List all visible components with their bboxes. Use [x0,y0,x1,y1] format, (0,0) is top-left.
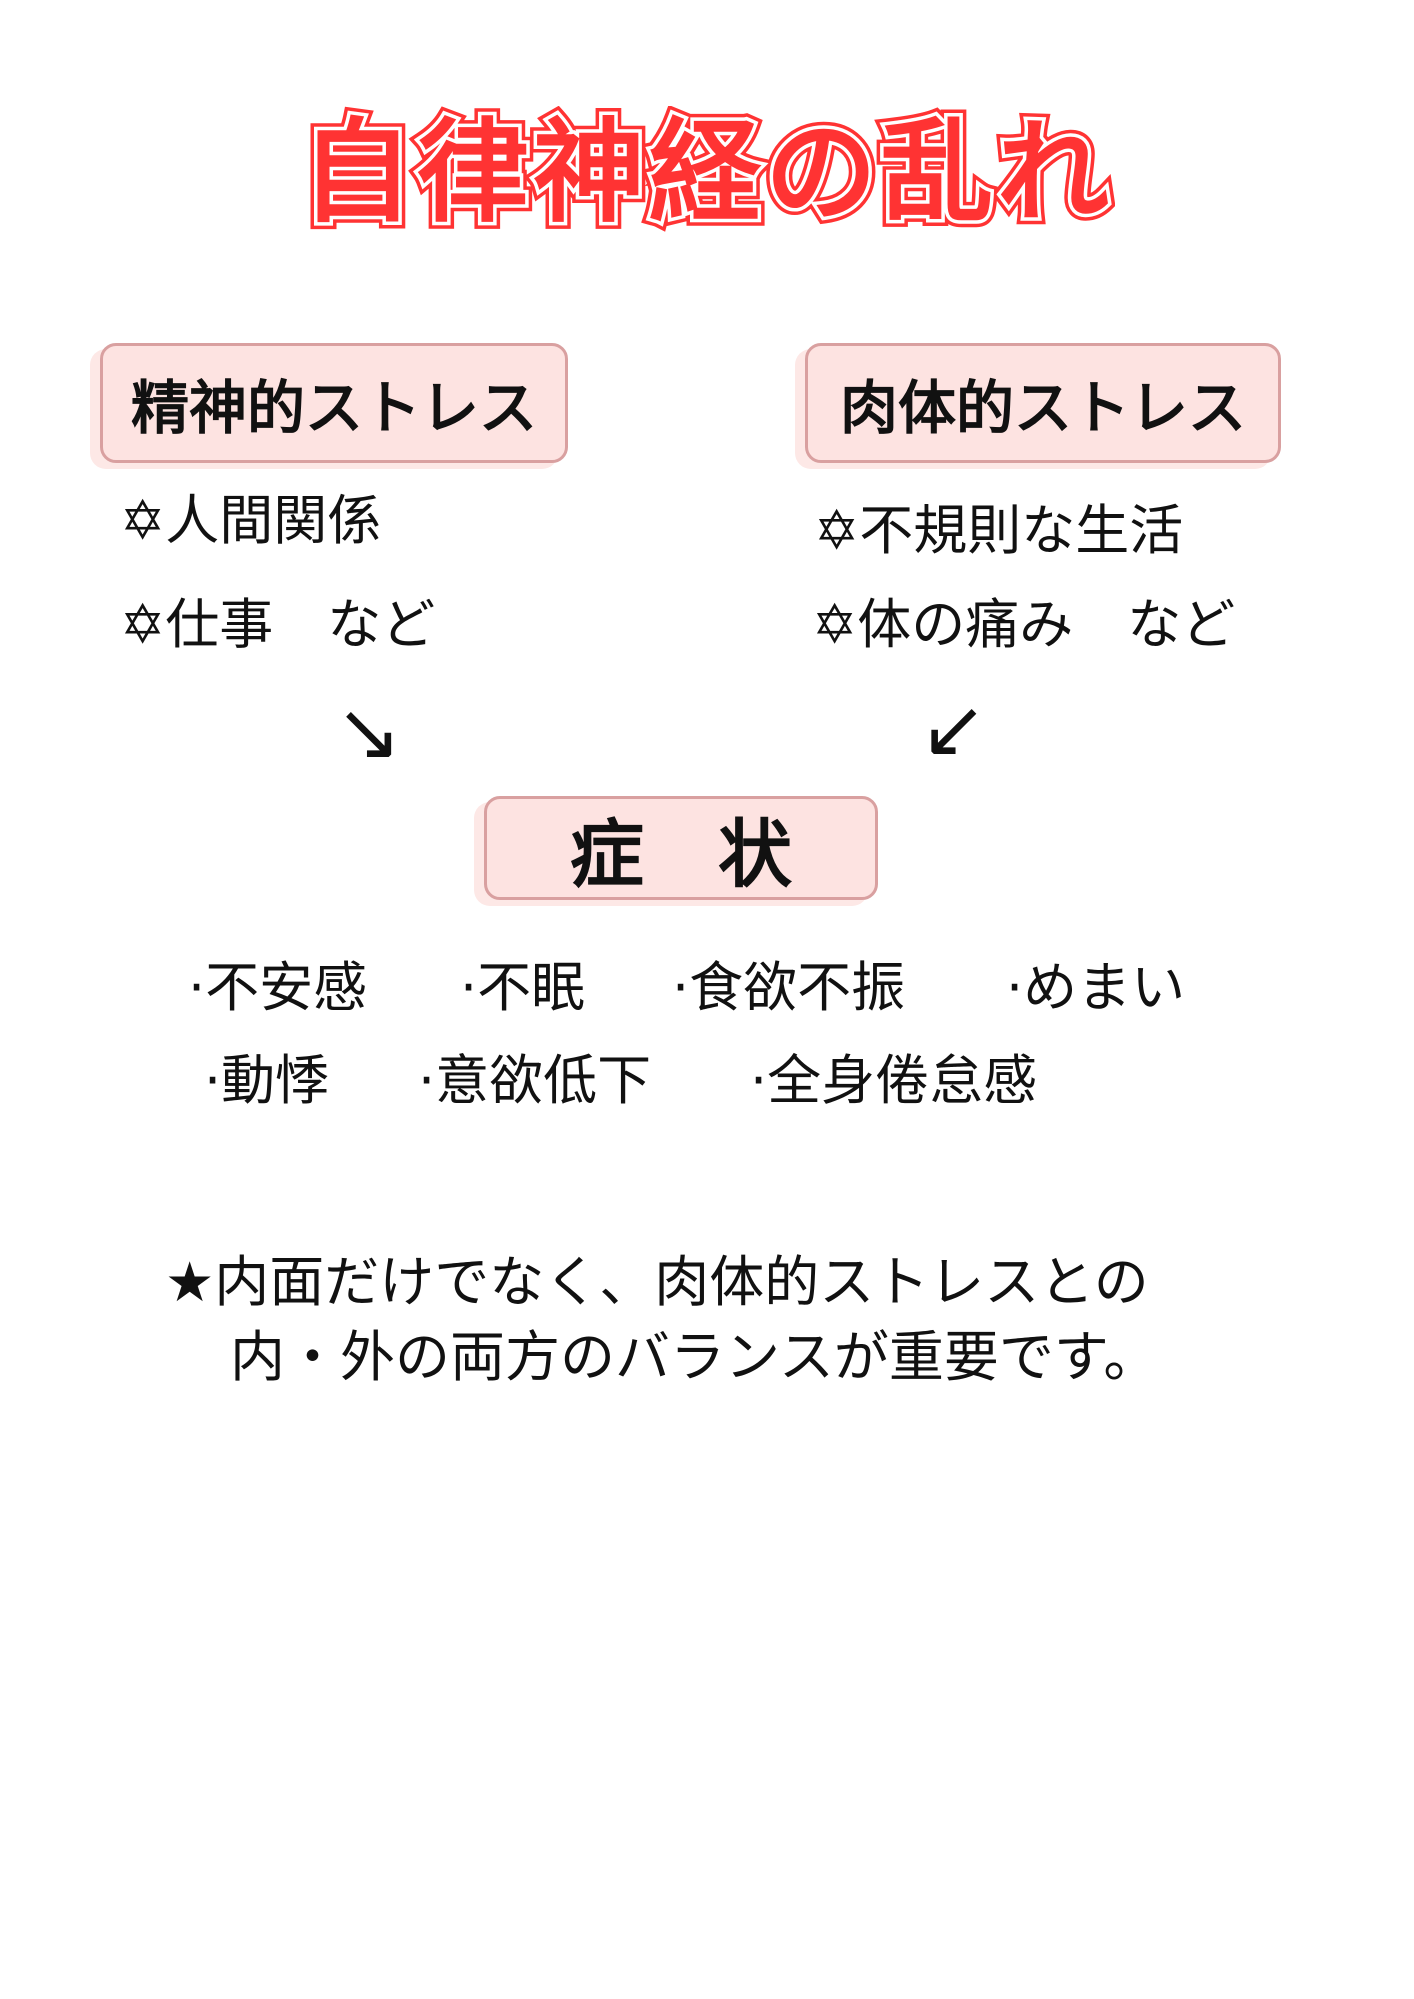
physical-stress-heading: 肉体的ストレス [839,374,1246,442]
symptoms-heading-box: 症 状 [484,796,878,900]
page-title: 自律神経の乱れ 自律神経の乱れ 自律神経の乱れ [0,82,1414,245]
note-line: 内・外の両方のバランスが重要です。 [230,1325,1159,1389]
arrow-down-right-icon: ↘ [335,685,403,778]
mental-stress-heading: 精神的ストレス [130,374,537,442]
physical-stress-heading-box: 肉体的ストレス [805,343,1281,463]
page-title-inner-outline: 自律神経の乱れ [298,105,1113,242]
physical-stress-item: ✡体の痛み など [812,593,1236,656]
physical-stress-item: ✡不規則な生活 [814,499,1184,562]
symptom-item: ·不眠 [460,956,586,1019]
arrow-down-left-icon: ↙ [920,682,988,775]
symptom-item: ·めまい [1006,956,1186,1019]
mental-stress-item: ✡仕事 など [120,593,436,656]
symptoms-heading: 症 状 [570,811,792,898]
mental-stress-item: ✡人間関係 [120,489,382,552]
symptom-item: ·不安感 [188,956,368,1019]
symptom-item: ·全身倦怠感 [750,1049,1038,1112]
note-line: ★内面だけでなく、肉体的ストレスとの [165,1250,1149,1314]
page-title-text: 自律神経の乱れ [301,108,1113,238]
symptom-item: ·意欲低下 [418,1049,652,1112]
symptom-item: ·動悸 [204,1049,330,1112]
mental-stress-heading-box: 精神的ストレス [100,343,568,463]
page-title-outline: 自律神経の乱れ [294,101,1116,245]
symptom-item: ·食欲不振 [672,956,906,1019]
